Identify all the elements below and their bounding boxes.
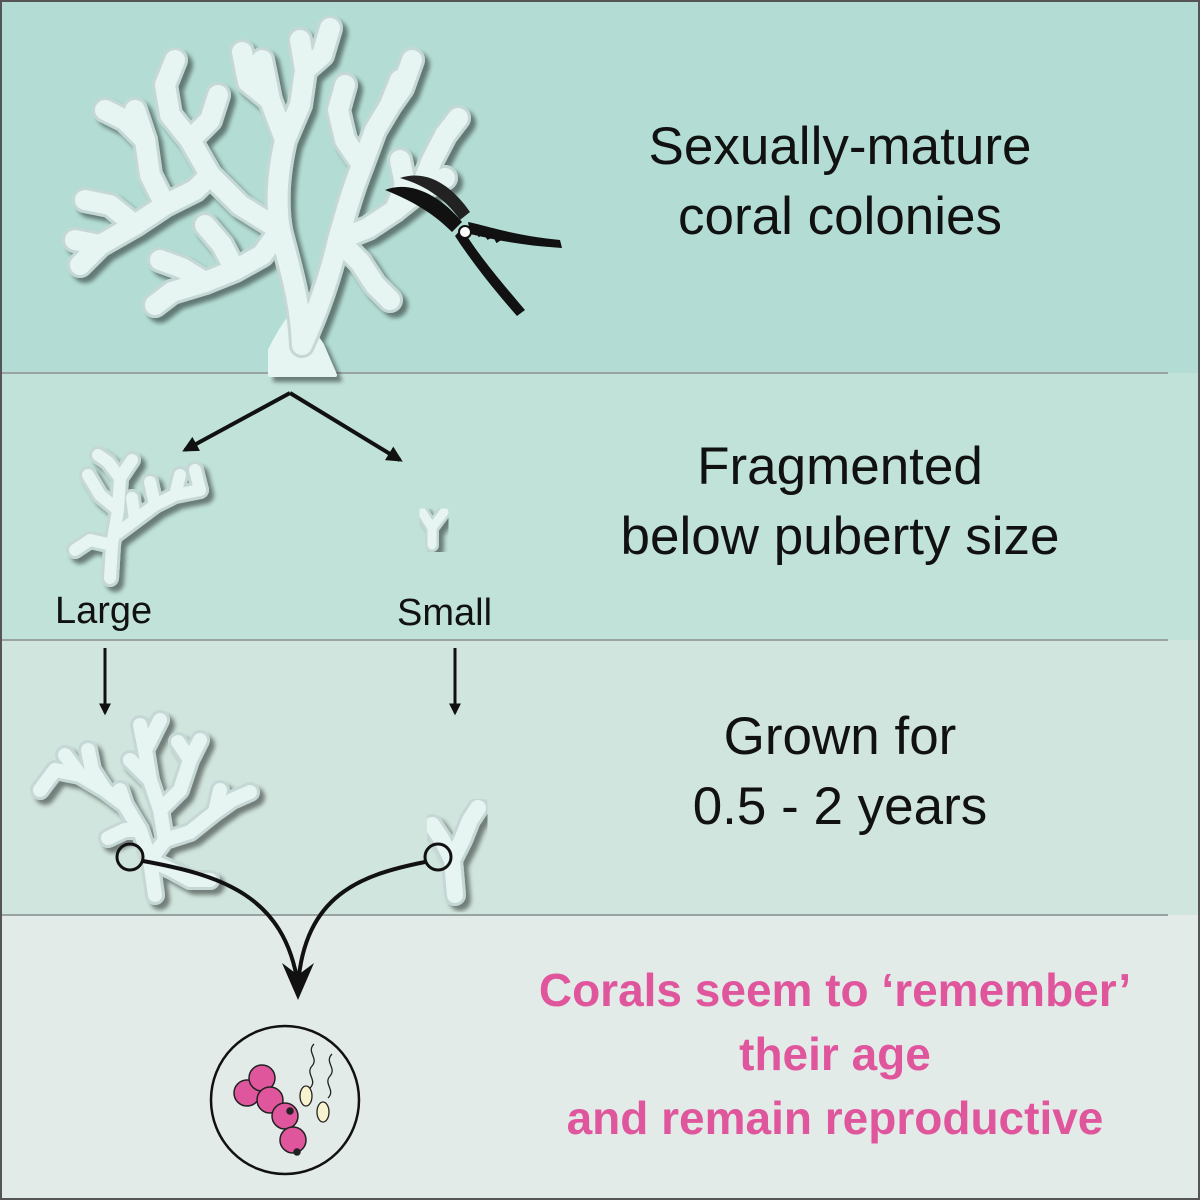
sample-circle-small (423, 842, 453, 872)
large-fragment-icon (66, 446, 209, 587)
band-grown (0, 640, 1200, 915)
curve-from-small (296, 860, 426, 986)
small-fragment-icon (415, 505, 451, 552)
parent-coral-icon (62, 15, 471, 377)
step-title-fragmented: Fragmented below puberty size (560, 432, 1120, 572)
band-conclusion (0, 915, 1200, 1200)
conclusion-line: their age (739, 1028, 931, 1080)
grown-small-colony-icon (421, 797, 489, 906)
sample-circle-large (115, 842, 145, 872)
conclusion-line: and remain reproductive (566, 1092, 1104, 1144)
band-fragmented (0, 373, 1200, 640)
step-line: 0.5 - 2 years (692, 777, 988, 836)
step-line: Grown for (723, 707, 957, 766)
grown-large-colony-icon (30, 710, 260, 905)
curve-from-large (142, 859, 300, 986)
label-small: Small (397, 592, 493, 634)
step-line: Fragmented (697, 437, 983, 496)
label-large: Large (55, 590, 153, 632)
egg-cluster-icon (233, 1064, 307, 1156)
conclusion-text: Corals seem to ‘remember’ their age and … (470, 958, 1200, 1150)
merge-arrowhead (282, 963, 314, 1000)
pruning-shears-icon (385, 175, 562, 316)
gametes-circle (209, 1024, 361, 1176)
sperm-cells-icon (299, 1043, 333, 1123)
step-title-mature: Sexually-mature coral colonies (560, 112, 1120, 252)
arrow-to-small (288, 391, 403, 462)
step-line: coral colonies (677, 187, 1003, 246)
step-line: Sexually-mature (648, 117, 1032, 176)
step-title-grown: Grown for 0.5 - 2 years (560, 702, 1120, 842)
conclusion-line: Corals seem to ‘remember’ (538, 964, 1132, 1016)
arrow-to-large (182, 391, 291, 452)
step-line: below puberty size (620, 507, 1060, 566)
